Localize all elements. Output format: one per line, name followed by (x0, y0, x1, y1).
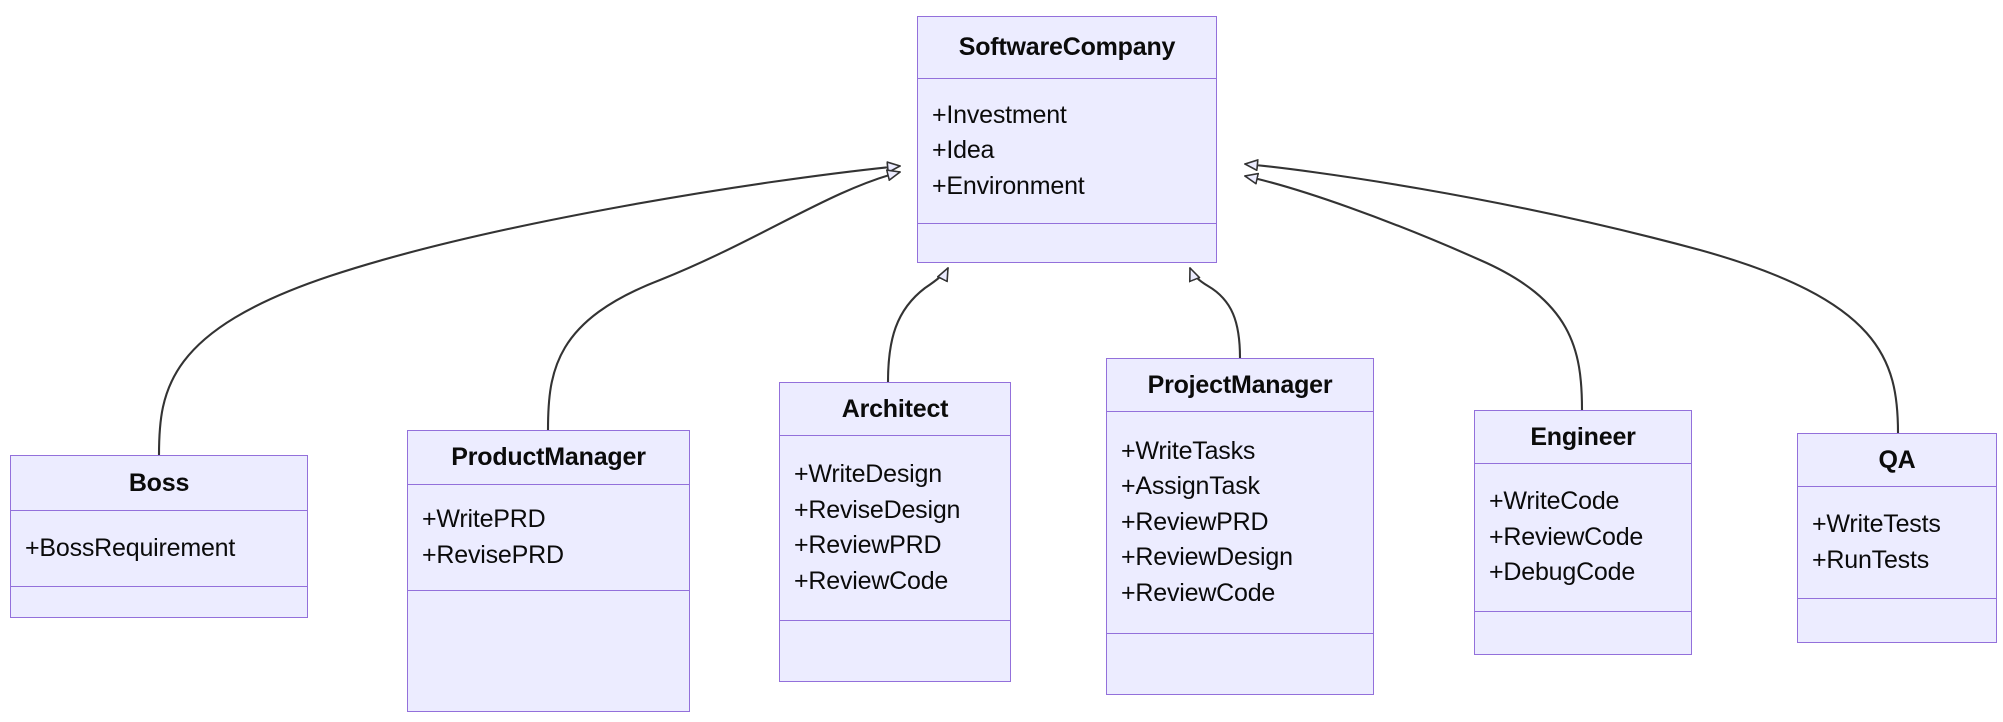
class-node-boss[interactable]: Boss +BossRequirement (10, 455, 308, 618)
class-title-band: ProductManager (408, 431, 689, 485)
class-attributes-band: +WriteCode +ReviewCode +DebugCode (1475, 464, 1691, 612)
class-attribute: +Investment (932, 100, 1067, 129)
class-attribute: +ReviseDesign (794, 495, 961, 524)
class-node-softwarecompany[interactable]: SoftwareCompany +Investment +Idea +Envir… (917, 16, 1217, 263)
class-attributes-band: +WriteTests +RunTests (1798, 487, 1996, 599)
class-attributes-band: +BossRequirement (11, 511, 307, 587)
class-attribute: +ReviewDesign (1121, 543, 1293, 572)
class-methods-band (1475, 612, 1691, 654)
class-attribute: +WriteTasks (1121, 436, 1256, 465)
class-node-productmanager[interactable]: ProductManager +WritePRD +RevisePRD (407, 430, 690, 712)
class-attribute: +ReviewPRD (794, 531, 942, 559)
class-attribute: +ReviewPRD (1121, 507, 1269, 536)
class-name: Architect (841, 394, 949, 423)
edge-architect-to-softwarecompany (886, 268, 949, 383)
class-name: ProjectManager (1147, 370, 1333, 399)
class-node-engineer[interactable]: Engineer +WriteCode +ReviewCode +DebugCo… (1474, 410, 1692, 655)
class-attribute: +AssignTask (1121, 472, 1260, 501)
class-attribute: +RevisePRD (422, 540, 564, 569)
class-title-band: Architect (780, 383, 1010, 436)
class-name: QA (1878, 445, 1916, 474)
class-attribute: +WriteCode (1489, 487, 1620, 516)
class-attributes-band: +WriteTasks +AssignTask +ReviewPRD +Revi… (1107, 412, 1373, 634)
class-attribute: +WriteDesign (794, 460, 942, 488)
class-title-band: Boss (11, 456, 307, 511)
class-attribute: +ReviewCode (1489, 522, 1644, 551)
class-title-band: SoftwareCompany (918, 17, 1216, 79)
class-name: Boss (128, 468, 190, 497)
class-methods-band (11, 587, 307, 617)
class-name: SoftwareCompany (958, 33, 1176, 62)
class-attribute: +WritePRD (422, 505, 546, 533)
edge-projectmanager-to-softwarecompany (1190, 268, 1242, 359)
class-node-architect[interactable]: Architect +WriteDesign +ReviseDesign +Re… (779, 382, 1011, 682)
class-methods-band (1107, 634, 1373, 694)
class-attribute: +ReviewCode (794, 566, 949, 595)
class-attributes-band: +WriteDesign +ReviseDesign +ReviewPRD +R… (780, 436, 1010, 621)
class-attributes-band: +Investment +Idea +Environment (918, 79, 1216, 224)
class-node-qa[interactable]: QA +WriteTests +RunTests (1797, 433, 1997, 643)
class-methods-band (918, 224, 1216, 262)
class-name: ProductManager (451, 443, 646, 472)
class-attributes-band: +WritePRD +RevisePRD (408, 485, 689, 591)
class-attribute: +DebugCode (1489, 558, 1636, 587)
class-title-band: ProjectManager (1107, 359, 1373, 412)
class-name: Engineer (1530, 422, 1636, 451)
class-methods-band (1798, 599, 1996, 642)
class-attribute: +Idea (932, 136, 995, 165)
class-title-band: Engineer (1475, 411, 1691, 464)
class-methods-band (780, 621, 1010, 681)
class-attribute: +WriteTests (1812, 510, 1941, 538)
class-attribute: +ReviewCode (1121, 578, 1276, 607)
class-methods-band (408, 591, 689, 711)
class-title-band: QA (1798, 434, 1996, 487)
class-attribute: +BossRequirement (25, 533, 236, 562)
class-attribute: +RunTests (1812, 545, 1930, 574)
class-node-projectmanager[interactable]: ProjectManager +WriteTasks +AssignTask +… (1106, 358, 1374, 695)
class-attribute: +Environment (932, 171, 1085, 200)
